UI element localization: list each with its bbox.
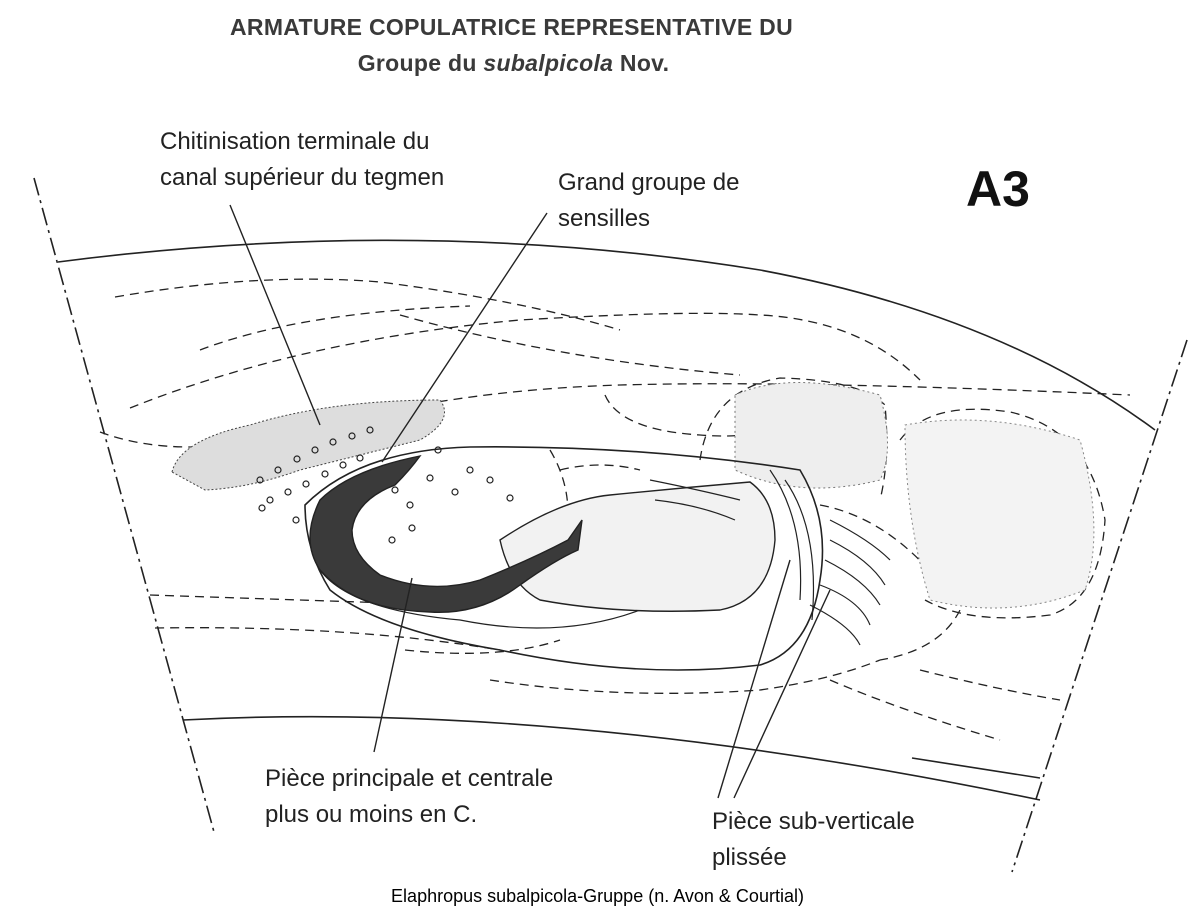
label-piece-principale-line2: plus ou moins en C. xyxy=(265,797,553,833)
label-piece-sub-verticale: Pièce sub-verticale plissée xyxy=(712,804,915,876)
label-chitinisation-line1: Chitinisation terminale du xyxy=(160,124,444,160)
label-piece-principale: Pièce principale et centrale plus ou moi… xyxy=(265,761,553,833)
left-boundary-line xyxy=(34,178,214,832)
leader-sensilles xyxy=(382,213,547,462)
upper-contour xyxy=(58,240,1155,430)
inner-sac xyxy=(500,482,775,611)
label-sensilles: Grand groupe de sensilles xyxy=(558,165,739,237)
label-sensilles-line2: sensilles xyxy=(558,201,739,237)
label-chitinisation-line2: canal supérieur du tegmen xyxy=(160,160,444,196)
label-chitinisation: Chitinisation terminale du canal supérie… xyxy=(160,124,444,196)
figure-caption: Elaphropus subalpicola-Gruppe (n. Avon &… xyxy=(0,886,1195,907)
label-sensilles-line1: Grand groupe de xyxy=(558,165,739,201)
leader-chitinisation xyxy=(230,205,320,425)
label-piece-sub-line1: Pièce sub-verticale xyxy=(712,804,915,840)
right-boundary-line xyxy=(1012,340,1187,872)
label-piece-sub-line2: plissée xyxy=(712,840,915,876)
label-piece-principale-line1: Pièce principale et centrale xyxy=(265,761,553,797)
leader-piece-sub-2 xyxy=(734,590,830,798)
